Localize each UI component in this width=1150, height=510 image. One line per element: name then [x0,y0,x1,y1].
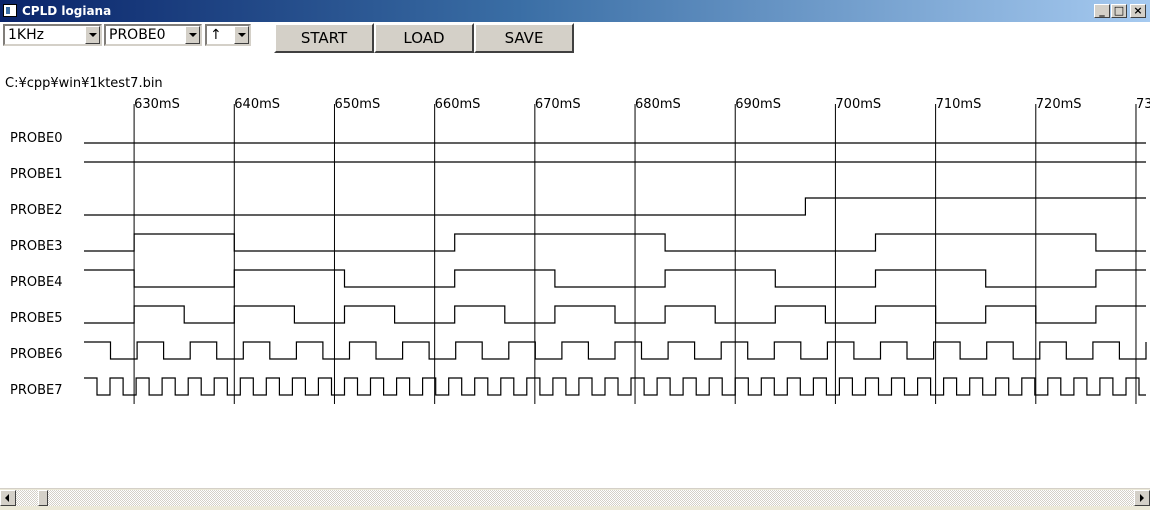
trigger-edge-value: ↑ [210,27,222,43]
close-button[interactable]: × [1130,4,1146,18]
waveform-probe2 [84,197,1146,216]
waveform-probe4 [84,269,1146,288]
probe-label: PROBE6 [10,347,63,362]
scroll-left-button[interactable] [0,490,16,506]
chevron-down-icon[interactable] [85,26,100,44]
waveform-probe5 [84,305,1146,324]
time-tick-label: 650mS [334,97,380,112]
title-bar[interactable]: CPLD logiana _ □ × [0,0,1150,22]
time-tick-label: 690mS [735,97,781,112]
file-path-label: C:¥cpp¥win¥1ktest7.bin [5,76,163,91]
trigger-probe-select[interactable]: PROBE0 [104,24,202,46]
chevron-down-icon[interactable] [185,26,200,44]
time-tick-label: 680mS [635,97,681,112]
load-button[interactable]: LOAD [374,23,474,53]
time-tick-label: 730 [1136,97,1150,112]
time-tick-label: 660mS [435,97,481,112]
time-tick-label: 710mS [936,97,982,112]
probe-label: PROBE3 [10,239,63,254]
time-tick-label: 700mS [835,97,881,112]
probe-label: PROBE2 [10,203,63,218]
start-button[interactable]: START [274,23,374,53]
time-tick-label: 640mS [234,97,280,112]
client-area: 1KHz PROBE0 ↑ START LOAD SAVE C:¥cpp¥win… [0,22,1150,488]
window-title: CPLD logiana [22,4,112,18]
timing-chart: 630mS 640mS 650mS 660mS 670mS 680mS 690mS 700mS… [10,97,1150,404]
scroll-track[interactable] [16,490,1134,506]
waveform-probe6 [84,341,1147,360]
horizontal-scrollbar[interactable] [0,488,1150,507]
sample-rate-select[interactable]: 1KHz [3,24,102,46]
probe-label: PROBE5 [10,311,63,326]
time-tick-label: 670mS [535,97,581,112]
probe-label: PROBE4 [10,275,63,290]
probe-label: PROBE0 [10,131,63,146]
waveform-probe7 [84,377,1146,396]
trigger-probe-value: PROBE0 [109,27,166,43]
waveform-probe3 [84,233,1146,252]
sample-rate-value: 1KHz [8,27,44,43]
time-tick-label: 630mS [134,97,180,112]
scroll-right-button[interactable] [1134,490,1150,506]
save-button[interactable]: SAVE [474,23,574,53]
app-icon [3,4,17,17]
probe-label: PROBE7 [10,383,63,398]
maximize-button[interactable]: □ [1111,4,1127,18]
scroll-thumb[interactable] [38,490,48,506]
probe-label: PROBE1 [10,167,63,182]
trigger-edge-select[interactable]: ↑ [205,24,251,46]
chevron-down-icon[interactable] [234,26,249,44]
time-tick-label: 720mS [1036,97,1082,112]
minimize-button[interactable]: _ [1094,4,1110,18]
